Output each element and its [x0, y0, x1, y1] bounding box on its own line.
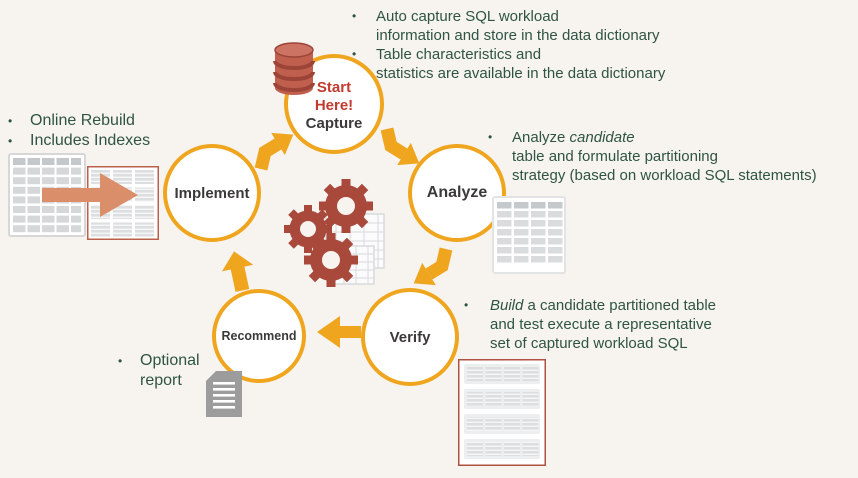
- database-icon: [273, 42, 315, 95]
- note-line: Build a candidate partitioned table: [490, 297, 717, 314]
- note-line: table and formulate partitioning: [512, 148, 718, 165]
- note-line: set of captured workload SQL: [490, 335, 688, 352]
- cycle-arrow-capture-to-analyze-icon: [380, 127, 420, 166]
- gears-icon: [284, 179, 385, 287]
- cycle-arrow-verify-to-recommend-icon: [317, 316, 361, 348]
- cycle-node-analyze: Analyze: [408, 144, 506, 242]
- list-item: • Auto capture SQL workload information …: [352, 7, 712, 45]
- cycle-node-capture: Start Here! Capture: [284, 54, 384, 154]
- bullet-icon: •: [488, 130, 493, 144]
- list-item: • Optional report: [118, 351, 228, 391]
- analyze-label: Analyze: [426, 184, 488, 201]
- bullet-icon: •: [352, 47, 357, 61]
- note-line: Optional: [140, 352, 200, 369]
- cycle-node-recommend: Recommend: [212, 289, 306, 383]
- cycle-node-implement: Implement: [163, 144, 261, 242]
- note-line: Auto capture SQL workload: [376, 8, 559, 25]
- list-item: • Table characteristics and statistics a…: [352, 45, 712, 83]
- bullet-icon: •: [118, 354, 123, 368]
- note-line: information and store in the data dictio…: [376, 27, 660, 44]
- list-item: • Build a candidate partitioned table an…: [464, 296, 764, 353]
- note-line: Analyze candidate: [512, 129, 635, 146]
- recommend-notes: • Optional report: [118, 351, 228, 391]
- bullet-icon: •: [352, 9, 357, 23]
- implement-partitioned-table-icon: [87, 166, 159, 240]
- bullet-icon: •: [464, 298, 469, 312]
- cycle-arrow-analyze-to-verify-icon: [413, 247, 453, 286]
- bullet-icon: •: [8, 114, 13, 128]
- note-line: report: [140, 372, 182, 389]
- cycle-arrow-recommend-to-implement-icon: [221, 251, 254, 292]
- list-item: • Online Rebuild: [8, 111, 198, 131]
- note-line: Online Rebuild: [30, 112, 135, 129]
- verify-notes: • Build a candidate partitioned table an…: [464, 296, 764, 353]
- bullet-icon: •: [8, 134, 13, 148]
- report-document-icon: [206, 371, 242, 417]
- recommend-label: Recommend: [221, 329, 297, 343]
- analyze-table-icon: [492, 196, 566, 274]
- note-line: Includes Indexes: [30, 132, 151, 149]
- list-item: • Includes Indexes: [8, 131, 198, 151]
- implement-notes: • Online Rebuild • Includes Indexes: [8, 111, 198, 151]
- verify-partitioned-table-icon: [458, 359, 546, 466]
- implement-label: Implement: [174, 184, 250, 202]
- note-line: strategy (based on workload SQL statemen…: [512, 167, 817, 184]
- note-line: and test execute a representative: [490, 316, 712, 333]
- note-line: Table characteristics and: [376, 46, 542, 63]
- cycle-node-verify: Verify: [361, 288, 459, 386]
- capture-notes: • Auto capture SQL workload information …: [352, 7, 712, 83]
- verify-label: Verify: [389, 328, 431, 346]
- capture-label: Capture: [305, 114, 363, 132]
- transform-arrow-icon: [42, 173, 138, 217]
- start-here-label-line1: Start: [316, 78, 352, 96]
- list-item: • Analyze candidate table and formulate …: [488, 128, 858, 185]
- cycle-arrow-implement-to-capture-icon: [254, 132, 294, 171]
- analyze-notes: • Analyze candidate table and formulate …: [488, 128, 858, 185]
- note-line: statistics are available in the data dic…: [376, 65, 666, 82]
- start-here-label-line2: Here!: [314, 96, 354, 114]
